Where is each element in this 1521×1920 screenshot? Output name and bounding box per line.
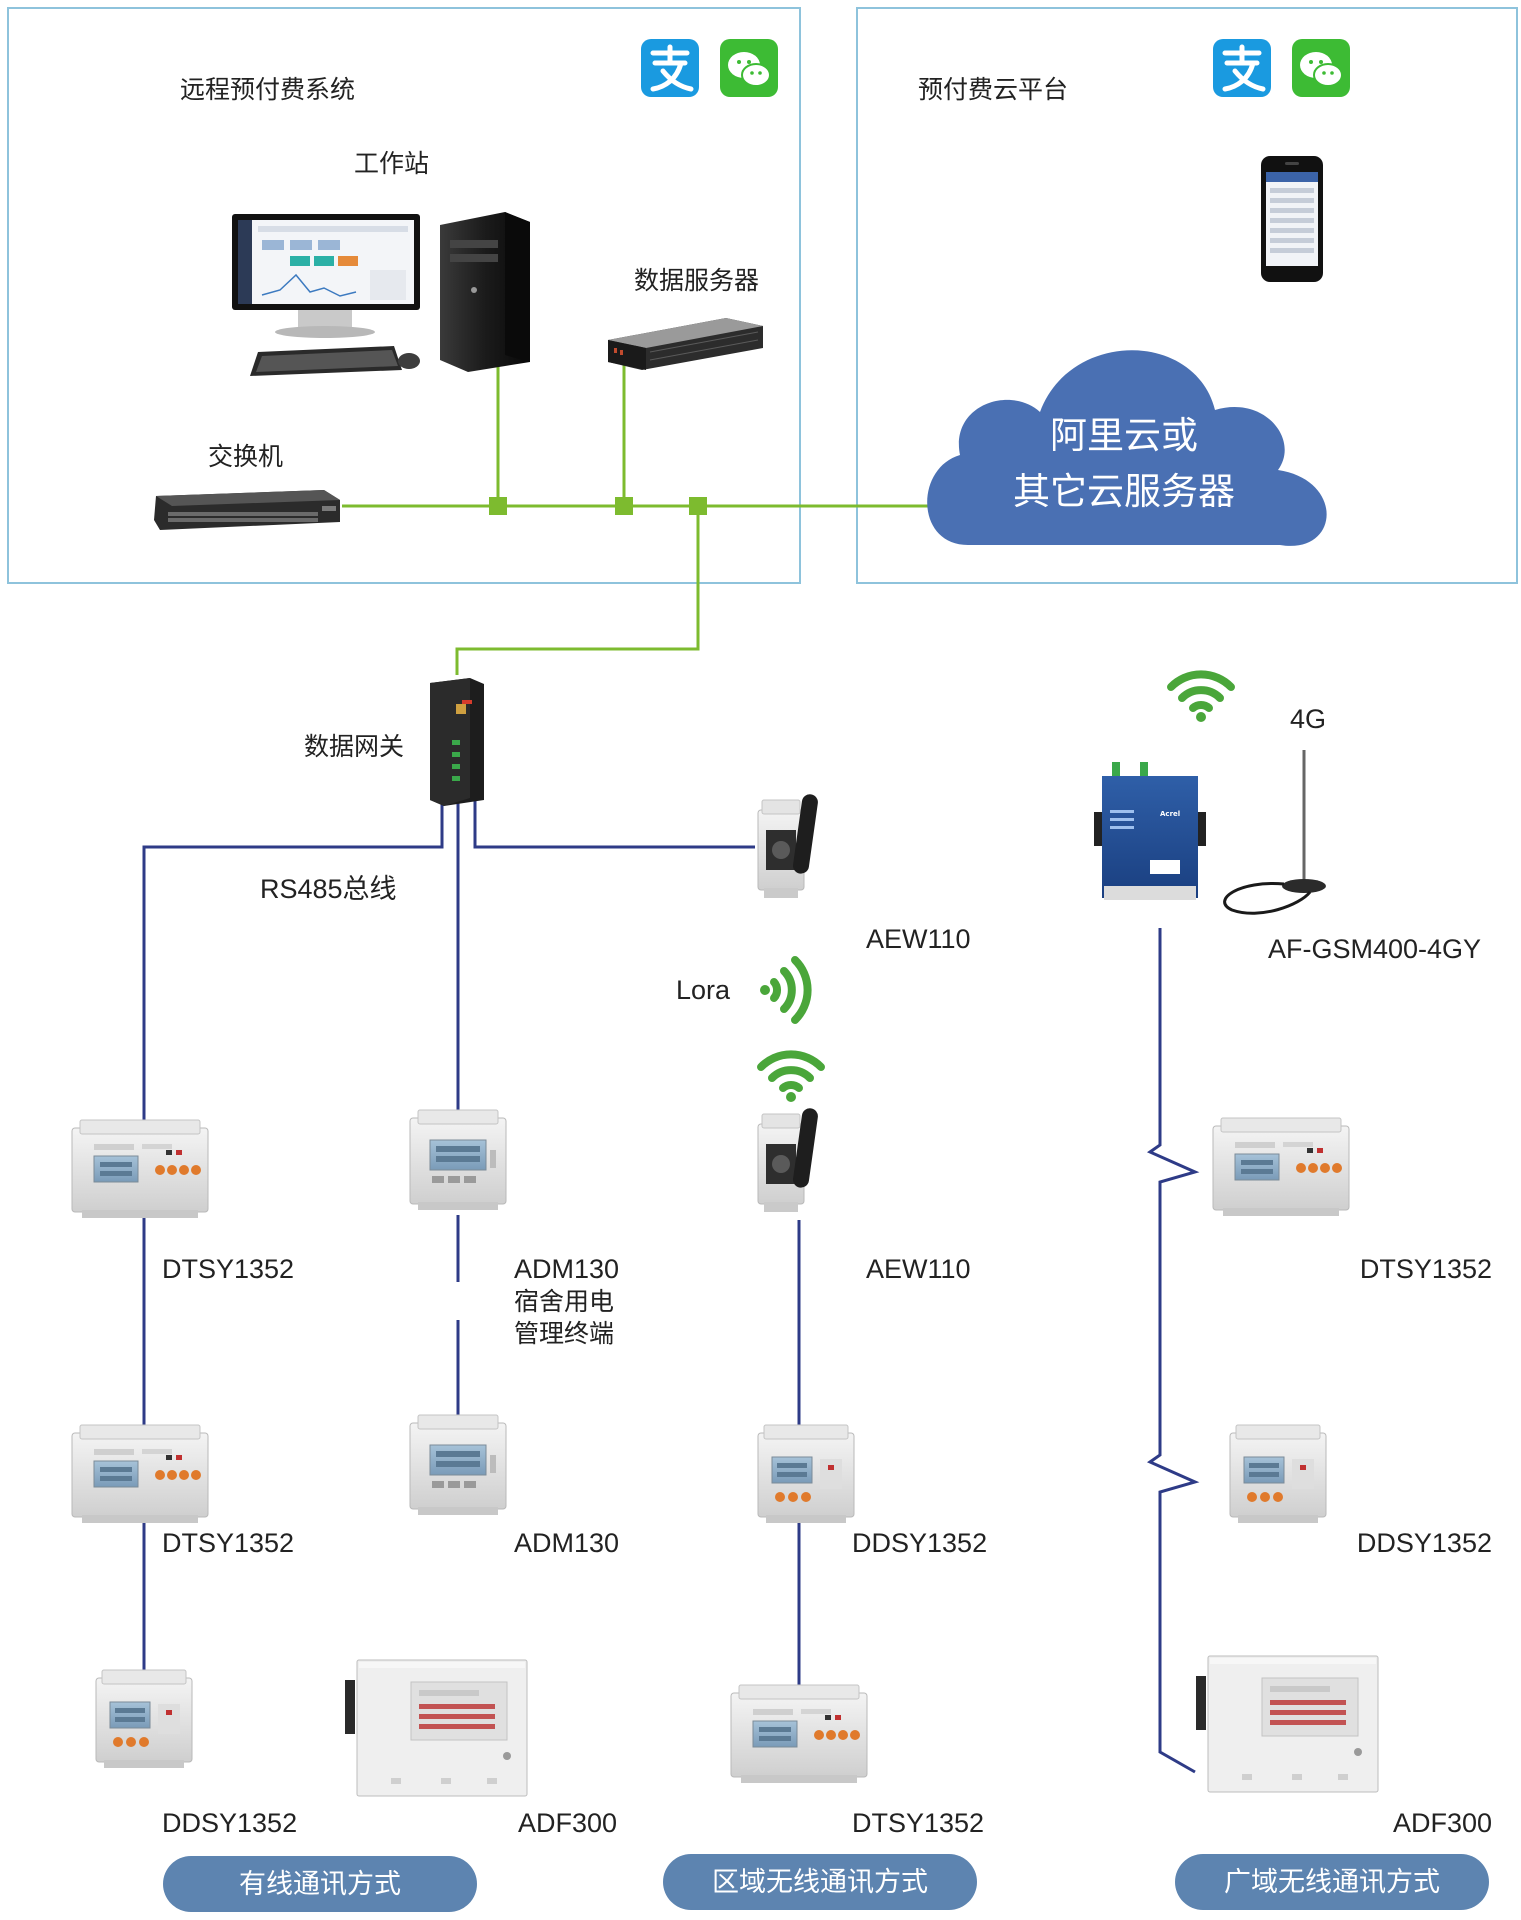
cloud-label-line1: 阿里云或 <box>1050 414 1198 457</box>
meter-icon <box>730 1684 868 1784</box>
keyboard-icon <box>250 346 420 376</box>
ethernet-lines <box>342 352 950 675</box>
server-icon <box>608 318 763 370</box>
c3-r3-label: DTSY1352 <box>852 1808 984 1838</box>
switch-icon <box>154 490 340 530</box>
footer-wide-label: 广域无线通讯方式 <box>1224 1867 1440 1898</box>
gsm-module-icon: Acrel <box>1094 762 1206 900</box>
meter-icon <box>344 1659 528 1797</box>
cloud-label-line2: 其它云服务器 <box>1013 470 1235 513</box>
aew110-bottom <box>757 1106 820 1213</box>
left-panel-title: 远程预付费系统 <box>180 75 355 104</box>
footer-regional-label: 区域无线通讯方式 <box>712 1867 928 1898</box>
gateway-label: 数据网关 <box>304 732 404 761</box>
wechat-icon <box>720 39 778 97</box>
c2-r2-label: ADM130 <box>514 1528 619 1558</box>
server-label: 数据服务器 <box>634 266 759 295</box>
aew110-top-label: AEW110 <box>866 924 971 954</box>
c4-r2-label: DDSY1352 <box>1357 1528 1492 1558</box>
cloud-icon <box>927 350 1327 546</box>
wifi-icon <box>761 1054 821 1102</box>
meter-icon <box>71 1424 209 1524</box>
rs485-bus <box>142 795 1200 1774</box>
alipay-icon <box>641 39 699 97</box>
smartphone-icon <box>1261 156 1323 282</box>
c1-r1-label: DTSY1352 <box>162 1254 294 1284</box>
footer-regional-pill: 区域无线通讯方式 <box>663 1854 977 1910</box>
workstation-label: 工作站 <box>354 149 429 178</box>
c1-r3-label: DDSY1352 <box>162 1808 297 1838</box>
pc-tower-icon <box>440 212 530 372</box>
footer-wired-label: 有线通讯方式 <box>239 1869 401 1900</box>
wechat-icon <box>1292 39 1350 97</box>
bus-label: RS485总线 <box>260 874 397 904</box>
gsm-label: AF-GSM400-4GY <box>1268 934 1481 964</box>
meter-icon <box>1229 1424 1327 1524</box>
meter-icon <box>1212 1117 1350 1217</box>
c4-r3-label: ADF300 <box>1393 1808 1492 1838</box>
meter-icon <box>1195 1655 1379 1793</box>
lora-label: Lora <box>676 975 731 1005</box>
right-panel-border <box>856 7 1518 584</box>
aew110-top <box>757 792 820 899</box>
c3-r2-label: DDSY1352 <box>852 1528 987 1558</box>
c2-r1-label-b: 宿舍用电 <box>514 1287 614 1316</box>
footer-wired-pill: 有线通讯方式 <box>163 1856 477 1912</box>
meter-icon <box>95 1669 193 1769</box>
wifi-icon <box>760 960 808 1020</box>
meter-icon <box>409 1109 507 1211</box>
gsm-brand: Acrel <box>1160 810 1180 818</box>
c4-r1-label: DTSY1352 <box>1360 1254 1492 1284</box>
meter-icon <box>757 1424 855 1524</box>
meter-icon <box>71 1119 209 1219</box>
switch-label: 交换机 <box>208 442 283 471</box>
right-panel-title: 预付费云平台 <box>918 75 1068 104</box>
alipay-icon <box>1213 39 1271 97</box>
footer-wide-pill: 广域无线通讯方式 <box>1175 1854 1489 1910</box>
ethernet-junctions <box>489 497 707 515</box>
c1-r2-label: DTSY1352 <box>162 1528 294 1558</box>
c2-r3-label: ADF300 <box>518 1808 617 1838</box>
c3-r1-label: AEW110 <box>866 1254 971 1284</box>
left-panel-border <box>7 7 801 584</box>
antenna-icon <box>1223 750 1326 915</box>
c2-r1-label-a: ADM130 <box>514 1254 619 1284</box>
meter-icon <box>409 1414 507 1516</box>
wifi-icon <box>1171 674 1231 722</box>
c2-r1-label-c: 管理终端 <box>514 1319 614 1348</box>
gateway-icon <box>430 678 484 806</box>
monitor-icon <box>232 214 420 338</box>
4g-label: 4G <box>1290 704 1326 734</box>
